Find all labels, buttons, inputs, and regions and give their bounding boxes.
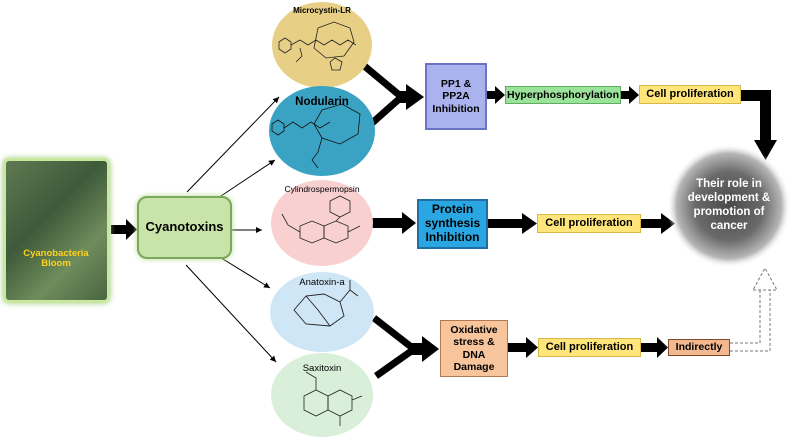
anatoxin-label: Anatoxin-a <box>299 277 345 288</box>
cylindrospermopsin-label: Cylindrospermopsin <box>284 184 360 194</box>
arrow-to-saxitoxin <box>185 264 277 363</box>
arrow-merge-bottom <box>371 315 439 379</box>
cyanobacteria-bloom-photo: Cyanobacteria Bloom <box>3 158 110 303</box>
oxidative-stress-box: Oxidative stress & DNA Damage <box>440 320 508 377</box>
hyperphosphorylation-box: Hyperphosphorylation <box>505 86 621 104</box>
arrow-to-anatoxin <box>217 255 271 289</box>
outcome-text: Their role in development & promotion of… <box>687 178 771 232</box>
outcome-circle <box>667 144 791 268</box>
arrow-to-nodularin <box>217 159 276 199</box>
photo-label: Cyanobacteria Bloom <box>23 248 89 270</box>
arrow-prolif1-to-outcome <box>740 90 777 160</box>
cylindrospermopsin-structure <box>281 195 361 244</box>
arrow-merge-top <box>359 61 424 127</box>
arrow-photo-to-cyanotoxins <box>111 219 137 240</box>
indirectly-box: Indirectly <box>668 339 730 356</box>
cyanotoxins-box: Cyanotoxins <box>137 196 232 259</box>
arrow-protein-to-prolif2 <box>488 213 537 234</box>
pp1-pp2a-inhibition-box: PP1 & PP2A Inhibition <box>425 63 487 130</box>
saxitoxin-structure <box>303 371 363 426</box>
microcystin-structure <box>278 21 357 71</box>
cell-proliferation-box-1: Cell proliferation <box>639 85 741 104</box>
saxitoxin-oval <box>271 353 373 437</box>
microcystin-label: Microcystin-LR <box>293 6 351 15</box>
cell-proliferation-box-2: Cell proliferation <box>537 214 641 233</box>
cylindrospermopsin-oval <box>271 180 373 266</box>
cell-proliferation-box-3: Cell proliferation <box>538 338 641 357</box>
arrow-hyper-to-prolif1 <box>621 86 639 104</box>
saxitoxin-label: Saxitoxin <box>302 363 342 374</box>
nodularin-label: Nodularin <box>295 96 349 108</box>
arrow-cylin-to-protein <box>372 212 416 234</box>
arrow-prolif3-to-indirect <box>641 337 668 358</box>
arrow-oxid-to-prolif3 <box>508 337 538 358</box>
arrow-prolif2-to-outcome <box>641 213 675 234</box>
arrow-to-microcystin <box>186 96 280 193</box>
nodularin-oval <box>269 86 375 176</box>
nodularin-structure <box>271 103 361 169</box>
arrow-indirect-to-outcome-dashed <box>730 266 778 352</box>
microcystin-oval <box>272 2 372 88</box>
anatoxin-structure <box>293 280 359 327</box>
protein-synthesis-inhibition-box: Protein synthesis Inhibition <box>417 199 488 249</box>
arrow-pp-to-hyper <box>487 86 505 104</box>
